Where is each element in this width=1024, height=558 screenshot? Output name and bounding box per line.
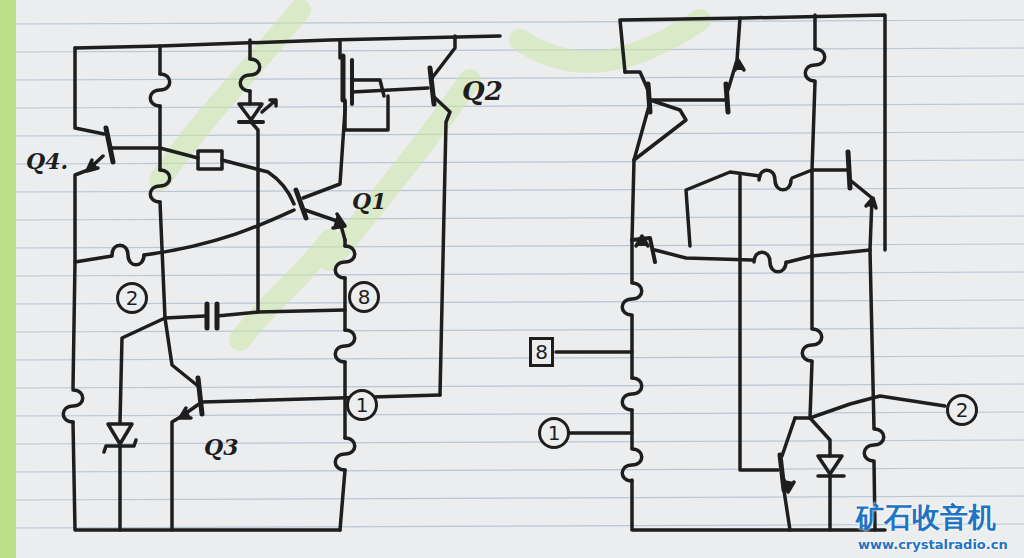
paper-stain	[160, 10, 700, 340]
left-circuit	[73, 36, 500, 530]
callout-number: 2	[956, 400, 969, 420]
callout-number: 8	[535, 342, 548, 362]
part-name: Q1	[352, 190, 386, 212]
callout-circle: 2	[116, 282, 148, 314]
callout-circle: 1	[346, 389, 378, 421]
paper-edge	[0, 0, 16, 558]
callout-circle: 1	[538, 417, 570, 449]
watermark: 矿石收音机	[856, 504, 996, 532]
right-circuit	[556, 15, 945, 530]
part-name: Q2	[462, 78, 503, 104]
callout-circle: 2	[946, 394, 978, 426]
callout-box: 8	[529, 337, 554, 367]
part-name: Q4.	[26, 150, 68, 172]
part-name: Q3	[204, 436, 238, 458]
callout-number: 8	[358, 287, 371, 307]
callout-number: 1	[548, 423, 561, 443]
callout-number: 2	[126, 288, 139, 308]
callout-number: 1	[356, 395, 369, 415]
watermark: www.crystalradio.cn	[858, 538, 1008, 551]
ruled-lines	[16, 20, 1024, 528]
callout-circle: 8	[348, 281, 380, 313]
